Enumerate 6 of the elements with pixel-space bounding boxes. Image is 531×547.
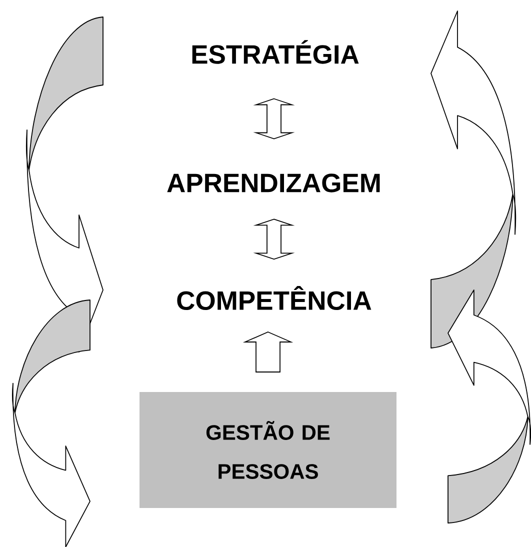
stage-label: APRENDIZAGEM bbox=[167, 174, 380, 192]
stage-label: ESTRATÉGIA bbox=[192, 40, 359, 64]
block-arrow bbox=[253, 218, 295, 260]
process-box: GESTÃO DE PESSOAS bbox=[140, 392, 396, 508]
stage-label: COMPETÊNCIA bbox=[177, 286, 372, 310]
block-arrow bbox=[253, 98, 295, 140]
